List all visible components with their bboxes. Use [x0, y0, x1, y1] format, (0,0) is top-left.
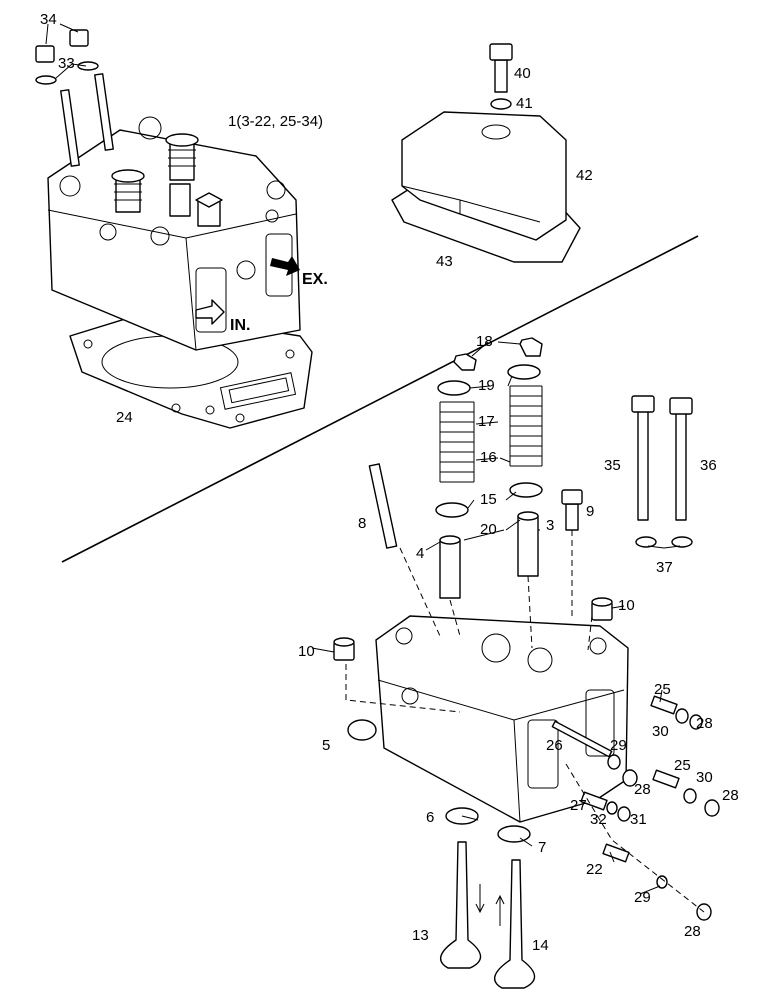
callout-28d: 28	[684, 923, 701, 940]
callout-10b: 10	[618, 597, 635, 614]
valve-guide	[439, 539, 461, 599]
fittings	[551, 695, 720, 921]
callout-18: 18	[476, 333, 493, 350]
intake-label: IN.	[230, 317, 250, 334]
valve-keeper	[453, 353, 477, 371]
callout-30b: 30	[696, 769, 713, 786]
stud-nuts	[35, 29, 114, 167]
assembled-cylinder-head	[35, 29, 313, 429]
callout-16: 16	[480, 449, 497, 466]
spring-retainer	[437, 380, 471, 396]
callout-3: 3	[546, 517, 554, 534]
callout-31: 31	[630, 811, 647, 828]
callout-25b: 25	[674, 757, 691, 774]
callout-42: 42	[576, 167, 593, 184]
callout-labels: 34 33 1(3-22, 25-34) 40 41 42 43 24 18 1…	[40, 11, 739, 954]
exhaust-valve	[493, 859, 536, 989]
callout-29a: 29	[610, 737, 627, 754]
callout-28a: 28	[696, 715, 713, 732]
callout-22: 22	[586, 861, 603, 878]
spring-seat	[435, 502, 469, 518]
callout-4: 4	[416, 545, 424, 562]
callout-41: 41	[516, 95, 533, 112]
callout-20: 20	[480, 521, 497, 538]
exploded-cylinder-head	[333, 337, 720, 989]
callout-1: 1(3-22, 25-34)	[228, 113, 323, 130]
valve-springs	[439, 385, 543, 483]
callout-28b: 28	[634, 781, 651, 798]
valve-seat-insert	[347, 719, 377, 741]
callout-9: 9	[586, 503, 594, 520]
callout-10a: 10	[298, 643, 315, 660]
valve-cover	[401, 111, 567, 241]
callout-5: 5	[322, 737, 330, 754]
exhaust-arrow	[270, 256, 300, 276]
callout-15: 15	[480, 491, 497, 508]
callout-34: 34	[40, 11, 57, 28]
head-body	[47, 129, 301, 351]
cover-bolt	[494, 59, 508, 93]
callout-13: 13	[412, 927, 429, 944]
callout-19: 19	[478, 377, 495, 394]
callout-7: 7	[538, 839, 546, 856]
leader-lines	[45, 23, 681, 895]
callout-17: 17	[478, 413, 495, 430]
callout-8: 8	[358, 515, 366, 532]
intake-arrow	[195, 299, 225, 325]
intake-valve	[439, 841, 482, 969]
callout-32: 32	[590, 811, 607, 828]
callout-26: 26	[546, 737, 563, 754]
callout-27: 27	[570, 797, 587, 814]
head-bolt	[565, 503, 579, 531]
long-stud	[368, 463, 398, 549]
callout-33: 33	[58, 55, 75, 72]
callout-14: 14	[532, 937, 549, 954]
callout-24: 24	[116, 409, 133, 426]
callout-35: 35	[604, 457, 621, 474]
callout-28c: 28	[722, 787, 739, 804]
callout-37: 37	[656, 559, 673, 576]
exhaust-label: EX.	[302, 271, 328, 288]
callout-30a: 30	[652, 723, 669, 740]
bolt-washer	[490, 98, 512, 110]
callout-25a: 25	[654, 681, 671, 698]
callout-29b: 29	[634, 889, 651, 906]
head-cover-group	[391, 43, 581, 263]
callout-43: 43	[436, 253, 453, 270]
callout-36: 36	[700, 457, 717, 474]
section-divider	[61, 235, 699, 563]
callout-6: 6	[426, 809, 434, 826]
callout-40: 40	[514, 65, 531, 82]
